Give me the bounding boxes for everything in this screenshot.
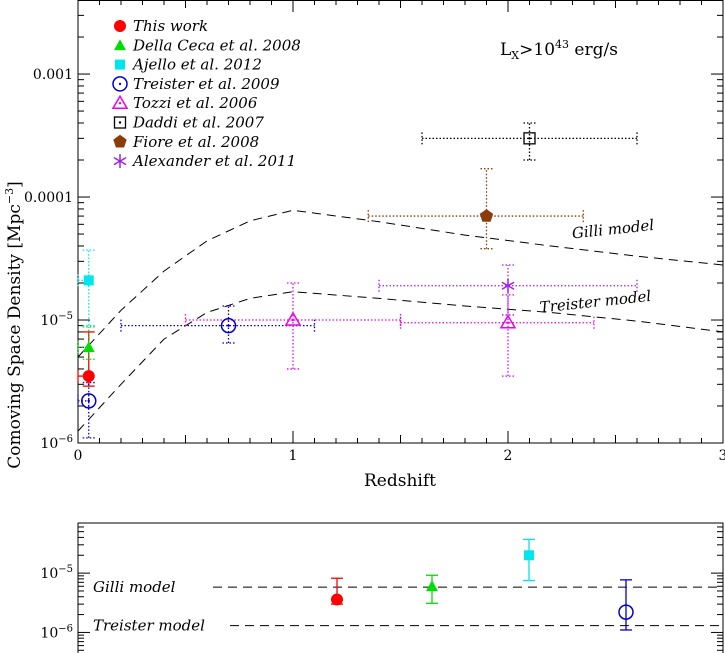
point-this-work-0 — [82, 370, 95, 383]
lower-frame — [77, 522, 724, 653]
model-curve-treister-model — [77, 291, 724, 432]
point-tozzi-et-al-2006-0-dot — [291, 318, 295, 322]
legend-item-tozzi-et-al-2006-label: Tozzi et al. 2006 — [133, 94, 258, 112]
y-tick-label: 0.001 — [33, 67, 73, 83]
y-tick-label: 10−6 — [40, 434, 73, 452]
point-daddi-et-al-2007-0-dot — [528, 137, 531, 140]
legend-item-tozzi-et-al-2006-marker — [111, 94, 129, 109]
y-tick-label: 0.0001 — [24, 190, 73, 206]
legend-item-alexander-et-al-2011-marker-ray — [113, 156, 127, 166]
x-tick-label: 2 — [504, 448, 513, 464]
legend-item-fiore-et-al-2008-marker — [113, 134, 127, 148]
legend-item-della-ceca-et-al-2008-label: Della Ceca et al. 2008 — [132, 36, 301, 54]
lower-ticks: 10−6 10−5 — [40, 526, 723, 651]
lower-point-red — [331, 593, 343, 606]
point-treister-et-al-2009-0 — [81, 393, 97, 409]
point-ajello-et-al-2012-0 — [83, 275, 94, 286]
legend-item-daddi-et-al-2007-marker — [113, 116, 127, 129]
point-treister-et-al-2009-1 — [220, 317, 237, 334]
x-tick-label: 1 — [289, 448, 298, 464]
lower-label-treister-model: Treister model — [93, 617, 205, 635]
legend-item-ajello-et-al-2012-marker — [115, 59, 125, 70]
x-tick-label: 0 — [74, 448, 83, 464]
lower-point-cyan — [524, 550, 534, 561]
point-tozzi-et-al-2006-1 — [499, 314, 517, 329]
point-della-ceca-et-al-2008-0 — [82, 341, 95, 353]
point-tozzi-et-al-2006-0 — [284, 311, 302, 326]
legend-item-daddi-et-al-2007-marker-dot — [118, 121, 122, 124]
point-alexander-et-al-2011-0-ray — [501, 281, 515, 290]
main-errors — [77, 122, 638, 439]
legend-item-alexander-et-al-2011-label: Alexander et al. 2011 — [131, 152, 296, 170]
y-axis-label: Comoving Space Density [Mpc−3] — [3, 181, 25, 468]
lower-y-tick-label: 10−5 — [40, 564, 73, 582]
legend-item-tozzi-et-al-2006-marker-dot — [118, 102, 122, 105]
point-daddi-et-al-2007-0 — [523, 132, 536, 145]
point-tozzi-et-al-2006-1-dot — [506, 321, 510, 324]
legend-item-daddi-et-al-2007-label: Daddi et al. 2007 — [132, 114, 264, 132]
legend-item-ajello-et-al-2012-label: Ajello et al. 2012 — [131, 56, 262, 74]
x-axis-label: Redshift — [364, 471, 436, 491]
legend-item-treister-et-al-2009-marker — [112, 76, 128, 92]
point-fiore-et-al-2008-0 — [479, 209, 494, 222]
lower-y-tick-label: 10−6 — [40, 623, 73, 641]
main-ticks: 0 1 2 3 10−6 10−5 0.0001 0.001 — [24, 0, 725, 464]
model-label-gilli-model: Gilli model — [571, 216, 655, 243]
legend-item-treister-et-al-2009-marker-dot — [118, 82, 122, 86]
point-treister-et-al-2009-0-dot — [87, 399, 90, 403]
lower-markers — [331, 538, 634, 631]
legend-item-della-ceca-et-al-2008-marker — [114, 39, 126, 51]
legend-item-fiore-et-al-2008-label: Fiore et al. 2008 — [132, 133, 259, 151]
legend-item-treister-et-al-2009-label: Treister et al. 2009 — [133, 75, 280, 93]
lx-annotation: LX>1043 erg/s — [500, 38, 618, 62]
model-label-treister-model: Treister model — [539, 287, 652, 317]
model-curve-gilli-model — [77, 209, 724, 358]
lower-label-gilli-model: Gilli model — [93, 578, 176, 596]
legend-item-this-work-marker — [114, 20, 126, 32]
point-treister-et-al-2009-1-dot — [227, 324, 230, 327]
main-markers — [81, 132, 536, 409]
legend-item-this-work-label: This work — [133, 17, 208, 35]
lower-point-green — [426, 580, 438, 592]
x-tick-label: 3 — [719, 448, 725, 464]
lower-point-blue — [618, 604, 634, 620]
y-tick-label: 10−5 — [40, 311, 73, 329]
